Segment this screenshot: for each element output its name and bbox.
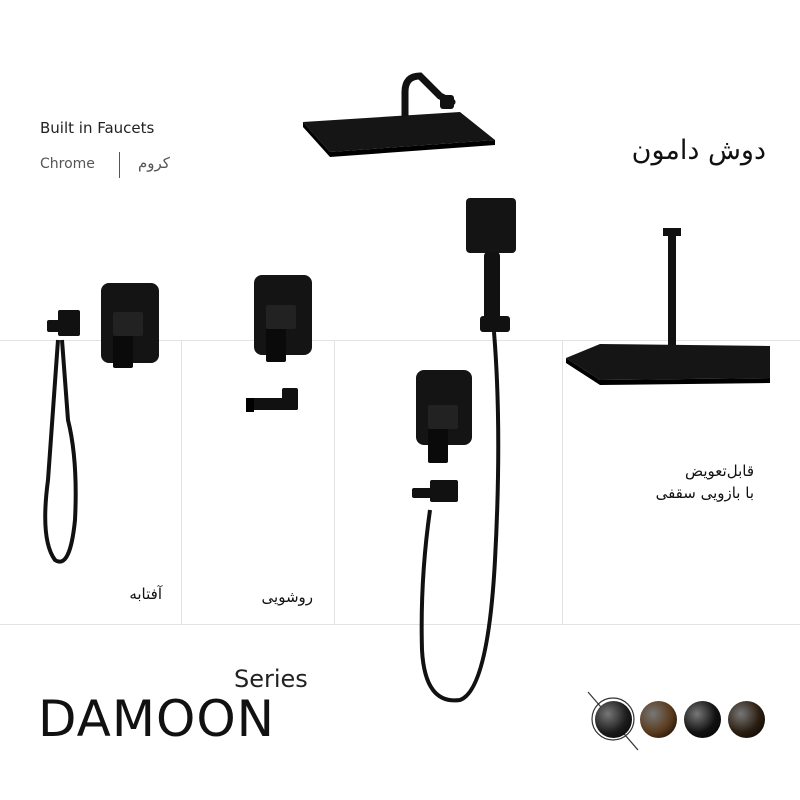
finish-swatch-black-selected[interactable]: [595, 701, 632, 738]
finish-name-latin: Chrome: [40, 156, 95, 172]
finish-swatch-bronze[interactable]: [640, 701, 677, 738]
label-ceiling-shower: قابل‌تعویض با بازویی سقفی: [656, 460, 754, 504]
product-name-persian: دوش دامون: [631, 135, 766, 166]
finish-separator: [119, 152, 120, 178]
grid-bottom-line: [0, 624, 800, 625]
label-ceiling-line-2: با بازویی سقفی: [655, 484, 754, 502]
label-basin-mixer: روشویی: [261, 588, 313, 606]
grid-divider-3: [562, 340, 563, 624]
finish-name-persian: کروم: [138, 154, 170, 172]
basin-mixer-image: [246, 275, 312, 412]
wall-rain-shower-image: [303, 72, 495, 157]
grid-divider-2: [334, 340, 335, 624]
selected-finish-ring: [591, 697, 635, 741]
finish-swatch-matte-black[interactable]: [684, 701, 721, 738]
label-bidet-spray: آفتابه: [129, 585, 162, 603]
ceiling-rain-shower-image: [566, 228, 770, 385]
label-ceiling-line-1: قابل‌تعویض: [685, 462, 754, 480]
header-title: Built in Faucets: [40, 119, 155, 137]
grid-divider-1: [181, 340, 182, 624]
hand-shower-set-image: [412, 198, 516, 703]
brand-name: DAMOON: [38, 690, 276, 748]
bidet-spray-image: [43, 283, 159, 564]
finish-swatch-black-gold[interactable]: [728, 701, 765, 738]
series-label: Series: [234, 665, 308, 693]
grid-top-line: [0, 340, 800, 341]
